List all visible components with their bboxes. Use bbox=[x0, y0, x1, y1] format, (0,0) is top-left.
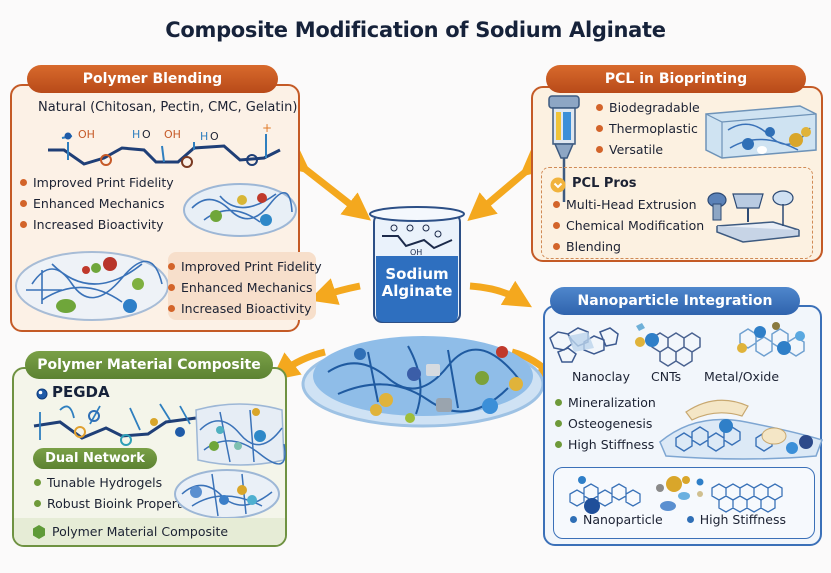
bullet-dot-icon bbox=[553, 243, 560, 250]
hydrogel-dish-icon bbox=[183, 183, 297, 237]
center-label-line2: Alginate bbox=[381, 282, 453, 300]
svg-text:O: O bbox=[142, 128, 151, 141]
hydrogel-base-disc-icon bbox=[301, 336, 545, 428]
blending-bullet: Enhanced Mechanics bbox=[20, 193, 174, 214]
arrow-blending-lower bbox=[308, 278, 361, 305]
bullet-dot-icon bbox=[596, 146, 603, 153]
blending-bullets: Improved Print Fidelity Enhanced Mechani… bbox=[20, 172, 174, 235]
oh-label: OH bbox=[78, 128, 95, 141]
metal-oxide-icon bbox=[737, 322, 805, 357]
blending-bullet: Increased Bioactivity bbox=[20, 214, 174, 235]
bullet-dot-icon bbox=[168, 284, 175, 291]
pcl-header: PCL in Bioprinting bbox=[546, 65, 806, 93]
pegda-label: PEGDA bbox=[52, 383, 110, 401]
bullet-dot-icon bbox=[168, 263, 175, 270]
arrow-blending bbox=[280, 145, 372, 221]
nano-bullets: Mineralization Osteogenesis High Stiffne… bbox=[555, 392, 656, 455]
blending-bullets-repeat: Improved Print Fidelity Enhanced Mechani… bbox=[168, 256, 322, 319]
bullet-dot-icon bbox=[555, 420, 562, 427]
bullet-dot-icon bbox=[34, 479, 41, 486]
pcl-pro-bullet: Multi-Head Extrusion bbox=[553, 194, 704, 215]
bullet-dot-icon bbox=[34, 500, 41, 507]
bullet-dot-icon bbox=[168, 305, 175, 312]
multihead-printer-icon bbox=[707, 190, 800, 243]
pcl-bullet: Thermoplastic bbox=[596, 118, 700, 139]
nano-legend: Nanoparticle High Stiffness bbox=[570, 512, 786, 527]
bullet-dot-icon bbox=[20, 179, 27, 186]
bullet-dot-icon bbox=[555, 441, 562, 448]
legend-item-high-stiffness: High Stiffness bbox=[686, 512, 786, 527]
chevron-badge-icon bbox=[550, 177, 566, 193]
arrow-composite bbox=[270, 348, 326, 381]
bullet-dot-icon bbox=[553, 201, 560, 208]
svg-text:H: H bbox=[200, 130, 208, 143]
nanoclay-icon bbox=[549, 327, 619, 363]
pcl-pros-title: PCL Pros bbox=[572, 176, 637, 191]
blending-bullet: Increased Bioactivity bbox=[168, 298, 322, 319]
nano-type-nanoclay: Nanoclay bbox=[572, 369, 630, 384]
bullet-dot-icon bbox=[570, 516, 577, 523]
scaffold-block-icon bbox=[705, 105, 817, 159]
composite-bullet: Robust Bioink Properties bbox=[34, 493, 200, 514]
nano-bullet: Mineralization bbox=[555, 392, 656, 413]
nano-bullet: High Stiffness bbox=[555, 434, 656, 455]
nano-type-cnts: CNTs bbox=[651, 369, 682, 384]
arrow-nano-upper bbox=[469, 280, 533, 308]
hydrogel-network-icon bbox=[15, 251, 169, 321]
pcl-bullet: Biodegradable bbox=[596, 97, 700, 118]
bullet-dot-icon bbox=[596, 125, 603, 132]
blending-bullet: Enhanced Mechanics bbox=[168, 277, 322, 298]
hydrogel-dish-icon bbox=[174, 469, 280, 519]
extruder-nozzle-icon bbox=[548, 95, 580, 202]
composite-bullets: Tunable Hydrogels Robust Bioink Properti… bbox=[34, 472, 200, 514]
nano-bullet: Osteogenesis bbox=[555, 413, 656, 434]
beaker-oh-label: OH bbox=[410, 248, 423, 257]
bullet-dot-icon bbox=[596, 104, 603, 111]
center-label-line1: Sodium bbox=[385, 265, 449, 283]
composite-footer-bar bbox=[14, 518, 285, 545]
bullet-dot-icon bbox=[686, 516, 694, 523]
pcl-pros-box bbox=[541, 167, 813, 259]
blending-bullet: Improved Print Fidelity bbox=[20, 172, 174, 193]
pcl-pro-bullet: Blending bbox=[553, 236, 704, 257]
pegda-chain-icon bbox=[33, 403, 197, 446]
blending-benefits-box bbox=[168, 252, 316, 320]
pcl-bullet: Versatile bbox=[596, 139, 700, 160]
bullet-dot-icon bbox=[553, 222, 560, 229]
bullet-dot-icon bbox=[555, 399, 562, 406]
hexagon-icon bbox=[33, 525, 45, 539]
svg-text:O: O bbox=[210, 130, 219, 143]
svg-text:OH: OH bbox=[164, 128, 181, 141]
mineralized-scaffold-icon bbox=[659, 399, 823, 460]
pegda-network-icon bbox=[195, 403, 286, 466]
blending-subtitle: Natural (Chitosan, Pectin, CMC, Gelatin) bbox=[38, 100, 298, 115]
pcl-pro-bullet: Chemical Modification bbox=[553, 215, 704, 236]
dual-network-label: Dual Network bbox=[33, 448, 157, 469]
composite-footer-label: Polymer Material Composite bbox=[52, 524, 229, 539]
polymer-blending-header: Polymer Blending bbox=[27, 65, 278, 93]
beaker: OH Sodium Alginate bbox=[368, 206, 466, 326]
bullet-dot-icon bbox=[20, 200, 27, 207]
nano-type-metal-oxide: Metal/Oxide bbox=[704, 369, 780, 384]
pegda-bead-icon bbox=[36, 388, 48, 400]
polysaccharide-chain-icon: OH H O OH H O + bbox=[48, 121, 281, 168]
polymer-composite-header: Polymer Material Composite bbox=[25, 351, 273, 379]
svg-text:H: H bbox=[132, 128, 140, 141]
svg-text:+: + bbox=[262, 121, 272, 135]
arrow-pcl bbox=[467, 148, 550, 222]
blending-bullet: Improved Print Fidelity bbox=[168, 256, 322, 277]
pcl-bullets: Biodegradable Thermoplastic Versatile bbox=[596, 97, 700, 160]
diagram-title: Composite Modification of Sodium Alginat… bbox=[165, 18, 666, 42]
bullet-dot-icon bbox=[20, 221, 27, 228]
nanoparticle-header: Nanoparticle Integration bbox=[550, 287, 800, 315]
legend-item-nanoparticle: Nanoparticle bbox=[570, 512, 663, 527]
beaker-icon bbox=[369, 206, 465, 323]
composite-bullet: Tunable Hydrogels bbox=[34, 472, 200, 493]
cnts-icon bbox=[635, 323, 701, 367]
sodium-alginate-label: Sodium Alginate bbox=[368, 266, 466, 300]
nanoparticle-network-icon bbox=[569, 476, 783, 514]
pcl-pros-bullets: Multi-Head Extrusion Chemical Modificati… bbox=[553, 194, 704, 257]
